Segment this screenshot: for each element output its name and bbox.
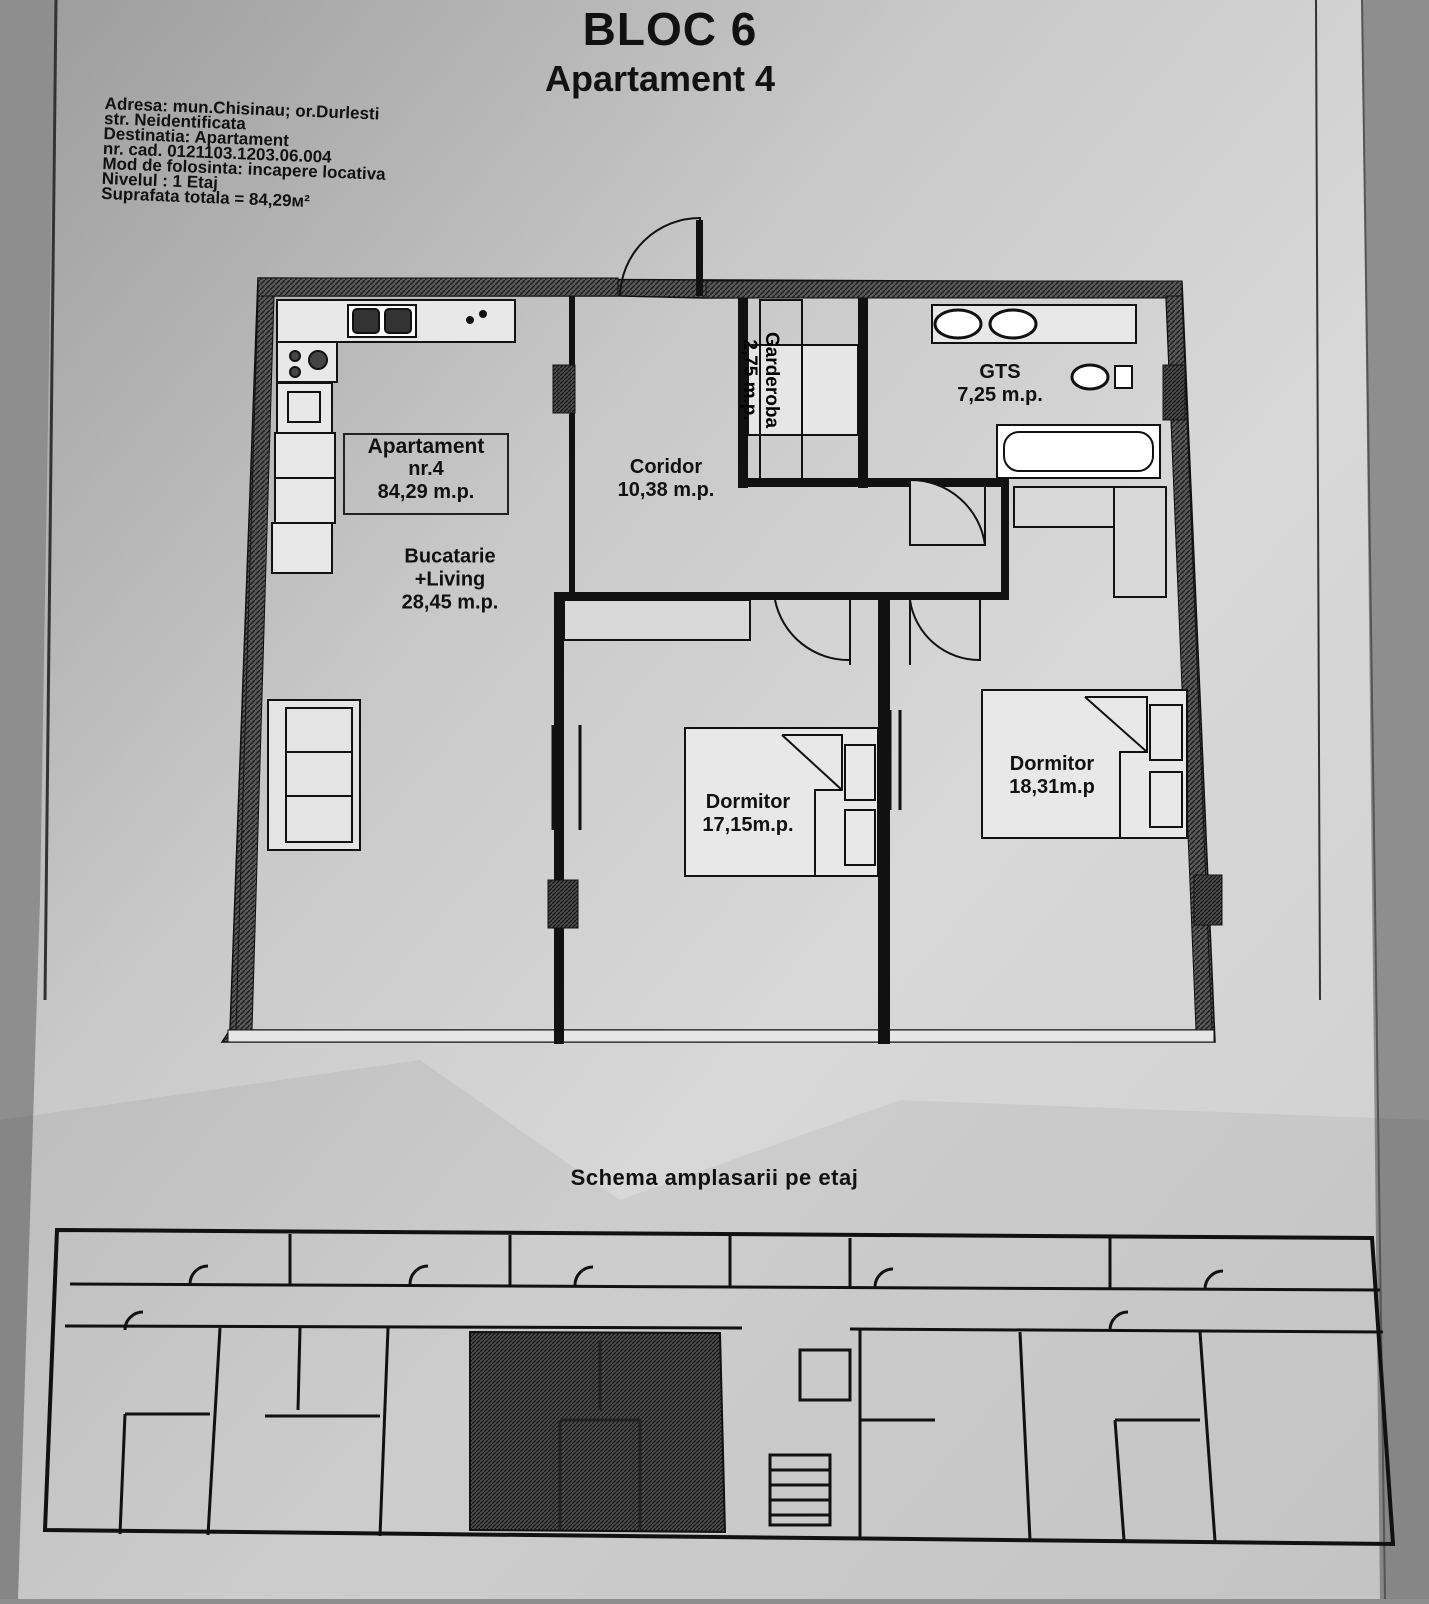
entrance-door-leaf xyxy=(696,220,703,296)
bathroom-fittings xyxy=(931,304,1161,479)
cabinet-icon xyxy=(271,522,333,574)
room-label-gts: GTS 7,25 m.p. xyxy=(957,361,1043,407)
stove-icon xyxy=(276,341,338,383)
apartment-summary-number: nr.4 xyxy=(408,458,444,480)
kitchen-fittings xyxy=(267,299,516,851)
wall-wardrobe-left xyxy=(738,298,748,488)
wall-bath-bottom xyxy=(738,478,1008,487)
column-bedroom xyxy=(547,879,579,929)
page-border-left xyxy=(43,0,58,1001)
bathtub-icon xyxy=(996,424,1161,479)
floor-schema-drawing xyxy=(42,1227,1396,1547)
column-gts xyxy=(1162,364,1186,421)
window-marks xyxy=(551,710,902,830)
property-info: Adresa: mun.Chisinau; or.Durlesti str. N… xyxy=(101,94,388,212)
apartment-summary-area: 84,29 m.p. xyxy=(377,481,475,503)
room-name-2: +Living xyxy=(414,568,486,591)
room-name: Dormitor xyxy=(1009,753,1095,775)
room-label-coridor: Coridor 10,38 m.p. xyxy=(618,456,715,502)
toilet-icon xyxy=(1070,363,1110,391)
apartment-summary-box: Apartament nr.4 84,29 m.p. xyxy=(343,433,509,515)
bottom-wall xyxy=(227,1029,1215,1043)
room-name: GTS xyxy=(979,361,1021,383)
schema-outline xyxy=(42,1227,1396,1547)
room-area: 28,45 m.p. xyxy=(401,591,499,614)
page-title: BLOC 6 xyxy=(582,3,758,55)
room-name: Dormitor xyxy=(705,791,791,813)
wall-wardrobe-right xyxy=(858,298,868,488)
room-area: 17,15m.p. xyxy=(702,814,794,836)
interior-doors xyxy=(563,478,1167,665)
wardrobe-fittings xyxy=(747,299,859,481)
room-label-dormitor-2: Dormitor 18,31m.p xyxy=(1007,753,1097,799)
washbasin-icon xyxy=(933,308,983,340)
wall-bed-mid xyxy=(878,592,890,1044)
interior-walls xyxy=(554,296,1009,1044)
paper-shadow xyxy=(0,1060,1429,1599)
room-label-bucatarie: Bucatarie +Living 28,45 m.p. xyxy=(402,546,499,615)
room-label-garderoba: Garderoba 2,75 m.p. xyxy=(738,332,782,428)
wall-bed-left xyxy=(554,592,564,1044)
schema-title: Schema amplasarii pe etaj xyxy=(570,1165,859,1190)
wall-kitchen-corridor xyxy=(569,296,575,596)
oven-icon xyxy=(276,382,333,434)
top-wall-hatch xyxy=(257,277,619,297)
room-name: Coridor xyxy=(629,456,703,478)
room-area: 7,25 m.p. xyxy=(957,384,1043,406)
sofa-icon xyxy=(267,699,361,851)
page-subtitle: Apartament 4 xyxy=(544,58,776,99)
room-area: 2,75 m.p. xyxy=(739,339,760,421)
entrance-door xyxy=(619,216,701,297)
top-wall-hatch-right xyxy=(705,280,1183,299)
wall-corridor-step xyxy=(1001,478,1009,598)
room-area: 10,38 m.p. xyxy=(617,479,715,501)
room-area: 18,31m.p xyxy=(1009,776,1095,798)
room-label-dormitor-1: Dormitor 17,15m.p. xyxy=(700,791,796,837)
wall-bed-top xyxy=(556,592,1009,600)
apartment-summary-name: Apartament xyxy=(367,435,485,458)
page-border-right xyxy=(1315,0,1321,1001)
stairwell-block xyxy=(469,1330,727,1534)
column-kitchen xyxy=(552,364,576,414)
column-right xyxy=(1193,874,1223,926)
room-name: Bucatarie xyxy=(404,545,496,568)
room-name: Garderoba xyxy=(761,331,782,429)
